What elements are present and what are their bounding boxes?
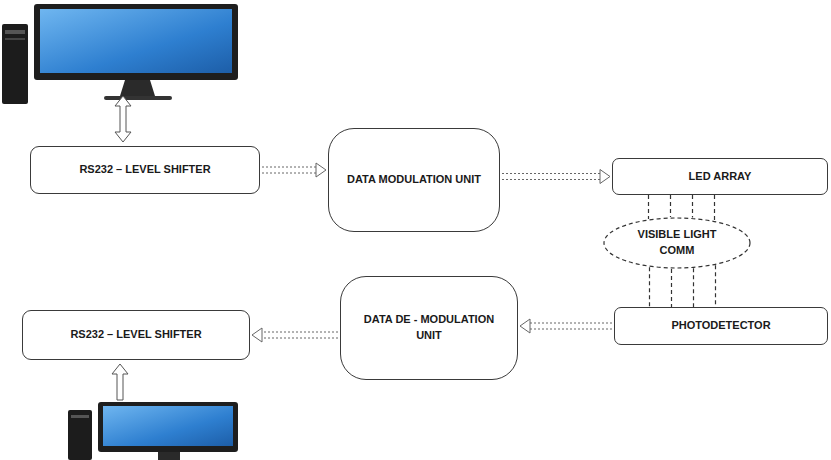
- node-label: PHOTODETECTOR: [665, 318, 776, 334]
- led-array-box: LED ARRAY: [612, 158, 828, 195]
- node-label: RS232 – LEVEL SHIFTER: [64, 327, 207, 343]
- demodulation-box: DATA DE - MODULATION UNIT: [340, 276, 518, 380]
- double-arrow: [115, 96, 131, 142]
- connector: [649, 195, 715, 221]
- node-label: LED ARRAY: [683, 169, 758, 185]
- photodetector-box: PHOTODETECTOR: [614, 307, 828, 345]
- text-holder: VISIBLE LIGHT COMM: [629, 227, 725, 259]
- connector: [520, 319, 612, 333]
- vlc-ellipse: VISIBLE LIGHT COMM: [603, 217, 751, 269]
- text-holder: PHOTODETECTOR: [665, 318, 776, 334]
- level-shifter-box: RS232 – LEVEL SHIFTER: [30, 146, 260, 194]
- text-holder: DATA MODULATION UNIT: [341, 172, 487, 188]
- connector: [650, 265, 716, 307]
- connector: [252, 328, 338, 342]
- text-holder: RS232 – LEVEL SHIFTER: [64, 327, 207, 343]
- bottom-computer: [68, 402, 238, 460]
- node-label: RS232 – LEVEL SHIFTER: [73, 162, 216, 178]
- top-computer: [2, 4, 238, 104]
- connector: [262, 163, 326, 177]
- level-shifter-box: RS232 – LEVEL SHIFTER: [22, 310, 250, 360]
- connector: [502, 170, 610, 184]
- modulation-box: DATA MODULATION UNIT: [328, 128, 500, 232]
- up-arrow: [112, 364, 128, 400]
- node-label: DATA MODULATION UNIT: [341, 172, 487, 188]
- node-label: VISIBLE LIGHT COMM: [629, 227, 725, 259]
- node-label: DATA DE - MODULATION UNIT: [348, 312, 510, 344]
- text-holder: RS232 – LEVEL SHIFTER: [73, 162, 216, 178]
- text-holder: LED ARRAY: [683, 169, 758, 185]
- text-holder: DATA DE - MODULATION UNIT: [348, 312, 510, 344]
